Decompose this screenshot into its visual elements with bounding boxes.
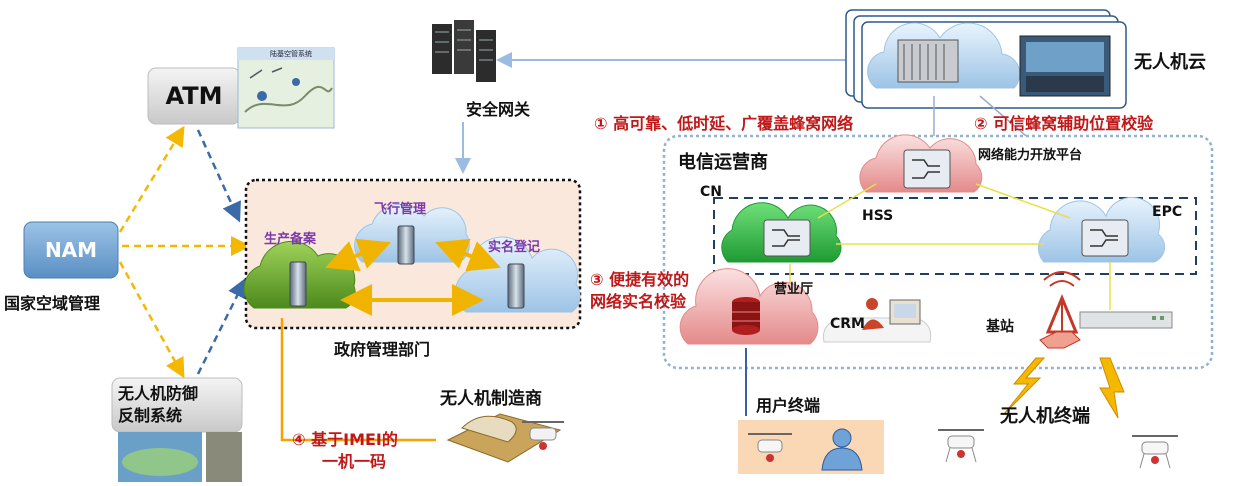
base-station-label: 基站	[986, 319, 1014, 335]
gateway-links	[455, 52, 860, 174]
network-platform-label: 网络能力开放平台	[978, 148, 1083, 163]
nam-atm-links	[118, 125, 251, 379]
annotation-4-line2: 一机一码	[322, 452, 387, 471]
manufacturer-link	[280, 318, 436, 442]
annotation-4-line1: ④ 基于IMEI的	[292, 430, 398, 449]
drone-cloud-label: 无人机云	[1134, 52, 1206, 73]
network-platform-cloud	[859, 134, 983, 193]
manufacturer-drone-icon	[522, 421, 564, 450]
defense-label-line1: 无人机防御	[118, 384, 199, 403]
flight-mgmt-label: 飞行管理	[374, 202, 427, 217]
drone-terminal-right-icon	[1132, 435, 1178, 469]
crm-terminal-image	[822, 298, 932, 343]
operator-internal-links	[789, 183, 1111, 310]
user-drone-icon	[748, 433, 792, 462]
business-hall-label: 营业厅	[774, 282, 814, 297]
cn-label: CN	[700, 184, 722, 200]
hss-label: HSS	[862, 208, 894, 224]
cn-frame	[713, 197, 1197, 275]
gov-dept-label: 政府管理部门	[334, 340, 431, 359]
user-avatar-icon	[821, 428, 863, 471]
security-gateway-label: 安全网关	[466, 100, 531, 119]
annotation-1: ① 高可靠、低时延、广覆盖蜂窝网络	[594, 114, 854, 133]
defense-node	[111, 377, 243, 482]
defense-label-line2: 反制系统	[118, 406, 183, 425]
drone-terminal-left-icon	[938, 429, 984, 463]
realname-label: 实名登记	[488, 240, 541, 255]
epc-label: EPC	[1152, 204, 1183, 220]
production-filing-label: 生产备案	[264, 232, 317, 247]
gov-internal-links	[325, 238, 501, 316]
security-gateway-icon	[432, 20, 496, 82]
annotation-2: ② 可信蜂窝辅助位置校验	[974, 114, 1154, 133]
operator-label: 电信运营商	[678, 152, 768, 173]
hss-cloud	[721, 202, 842, 263]
lightning-left-icon	[1003, 357, 1046, 415]
epc-cloud	[1037, 196, 1166, 263]
user-terminal-box	[738, 420, 884, 474]
manufacturer-label: 无人机制造商	[440, 389, 542, 409]
crm-cloud	[679, 268, 819, 345]
crm-label: CRM	[830, 316, 865, 332]
database-icon	[732, 297, 760, 335]
nam-caption: 国家空域管理	[4, 294, 101, 313]
manufacturer-image	[446, 413, 564, 463]
drone-terminal-label: 无人机终端	[1000, 406, 1090, 427]
atm-label: ATM	[165, 82, 223, 110]
atm-map-image	[237, 47, 335, 129]
drone-cloud-stack	[845, 9, 1127, 109]
lightning-right-icon	[1099, 357, 1125, 419]
user-terminal-label: 用户终端	[756, 396, 821, 415]
base-station-icon	[1039, 271, 1173, 349]
nam-node	[23, 221, 119, 279]
nam-label: NAM	[44, 238, 98, 262]
annotation-3-line2: 网络实名校验	[590, 292, 687, 311]
annotation-3-line1: ③ 便捷有效的	[590, 270, 690, 289]
atm-screen-title: 陆基空管系统	[270, 50, 312, 58]
